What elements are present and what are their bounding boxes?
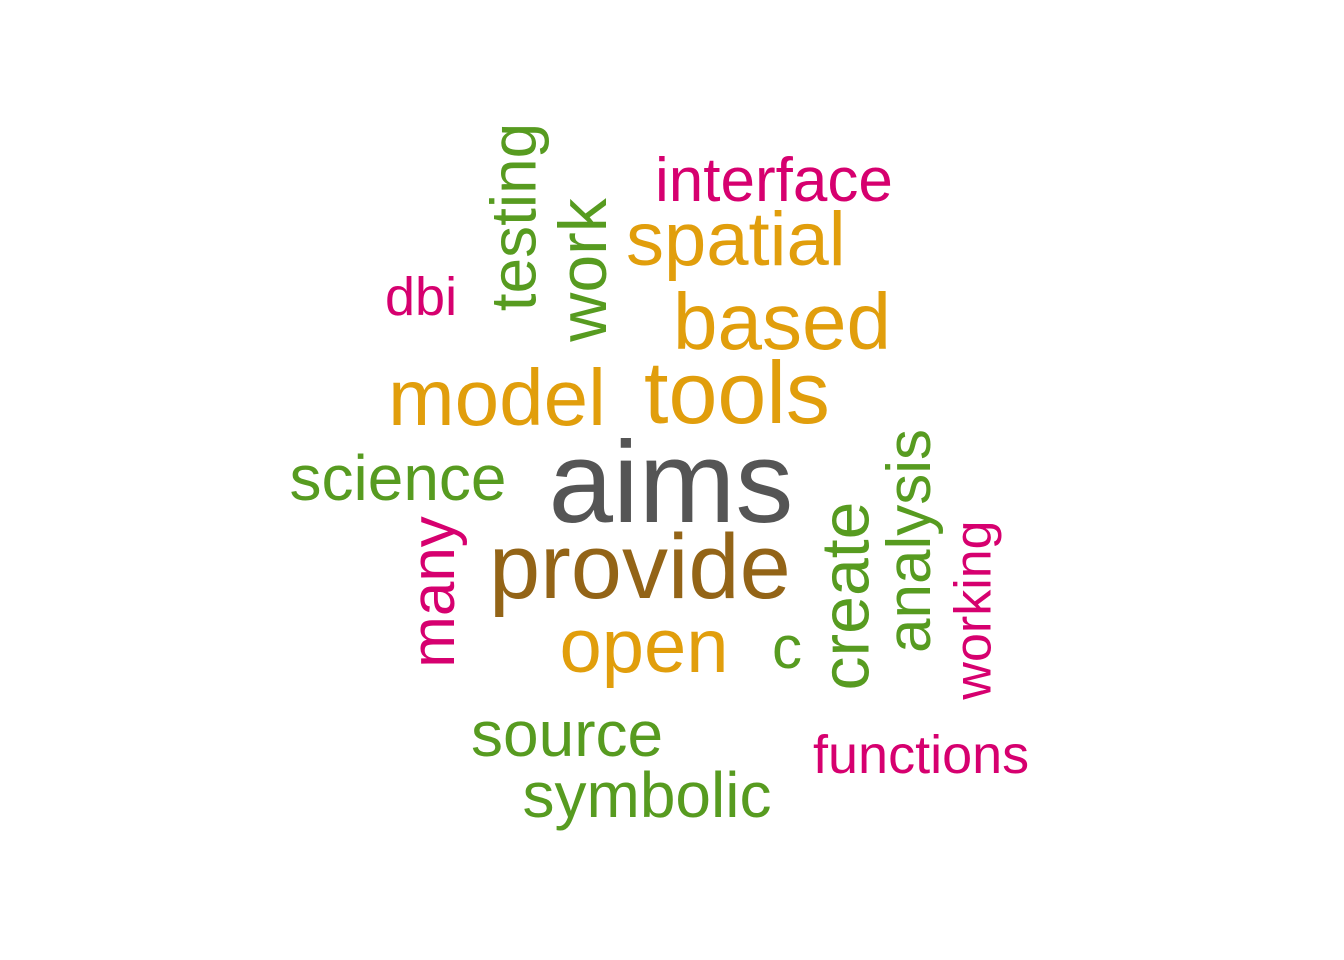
word-model: model: [388, 353, 606, 442]
word-open: open: [559, 604, 729, 689]
word-dbi: dbi: [385, 267, 458, 327]
word-many: many: [398, 516, 468, 668]
word-based: based: [673, 277, 891, 366]
word-working: working: [944, 520, 1003, 700]
word-provide: provide: [489, 516, 791, 618]
word-spatial: spatial: [626, 197, 846, 282]
word-interface: interface: [655, 146, 893, 215]
word-science: science: [289, 442, 507, 514]
word-work: work: [544, 198, 621, 342]
word-symbolic: symbolic: [522, 759, 772, 831]
word-create: create: [807, 501, 883, 691]
word-testing: testing: [476, 122, 549, 312]
word-analysis: analysis: [875, 429, 944, 653]
word-functions: functions: [813, 725, 1030, 785]
word-source: source: [471, 698, 664, 770]
word-c: c: [772, 614, 802, 681]
word-tools: tools: [644, 343, 830, 442]
word-aims: aims: [548, 417, 794, 547]
